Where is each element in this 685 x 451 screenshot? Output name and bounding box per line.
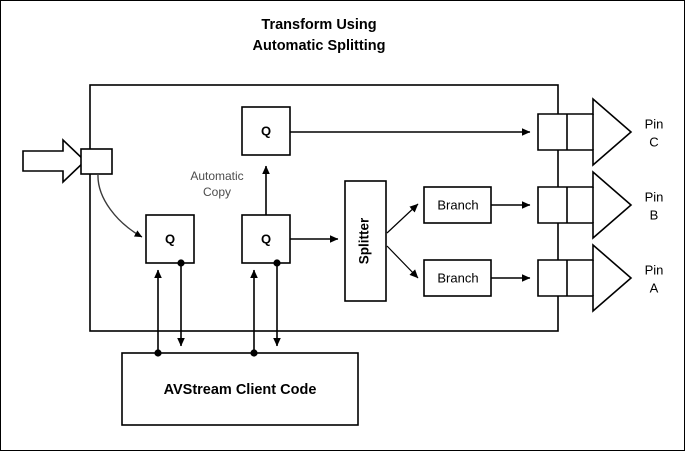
output-pin-c-label-line1: Pin	[645, 116, 664, 131]
input-to-queue-curve-connector	[97, 173, 143, 238]
avstream-client-code-label: AVStream Client Code	[164, 382, 317, 398]
output-pin-c-label-line2: C	[649, 134, 658, 149]
queue-top-label: Q	[261, 123, 271, 138]
splitter-label: Splitter	[357, 217, 372, 264]
input-block-arrow-icon	[22, 138, 87, 184]
client-to-queue-middle-up-junction-dot	[250, 349, 258, 357]
output-pin-a: Pin A	[537, 243, 664, 313]
output-pin-b-label-line1: Pin	[645, 189, 664, 204]
queue-top-box	[241, 106, 291, 156]
output-pin-c: Pin C	[537, 97, 664, 167]
queue-input-label: Q	[165, 231, 175, 246]
avstream-client-code-box	[121, 352, 359, 426]
output-pin-b: Pin B	[537, 170, 664, 240]
branch-lower-box	[423, 259, 492, 297]
page-title-line1: Transform Using	[261, 17, 376, 33]
splitter-to-branch-upper-connector	[386, 203, 419, 234]
splitter-box	[344, 180, 387, 302]
output-pin-b-label-line2: B	[650, 207, 659, 222]
queue-middle-box	[241, 214, 291, 264]
output-pin-a-label-line1: Pin	[645, 262, 664, 277]
branch-lower-label: Branch	[437, 270, 478, 285]
automatic-copy-label-line1: Automatic	[190, 169, 243, 183]
page-title-line2: Automatic Splitting	[253, 38, 386, 54]
queue-input-box	[145, 214, 195, 264]
client-to-queue-input-up-junction-dot	[154, 349, 162, 357]
queue-middle-label: Q	[261, 231, 271, 246]
input-pin-rect	[80, 148, 113, 175]
queue-middle-to-client-down-junction-dot	[273, 259, 281, 267]
branch-upper-label: Branch	[437, 197, 478, 212]
splitter-to-branch-lower-connector	[386, 245, 419, 279]
automatic-copy-label-line2: Copy	[203, 185, 231, 199]
queue-input-to-client-down-junction-dot	[177, 259, 185, 267]
branch-upper-box	[423, 186, 492, 224]
output-pin-a-label-line2: A	[650, 280, 659, 295]
